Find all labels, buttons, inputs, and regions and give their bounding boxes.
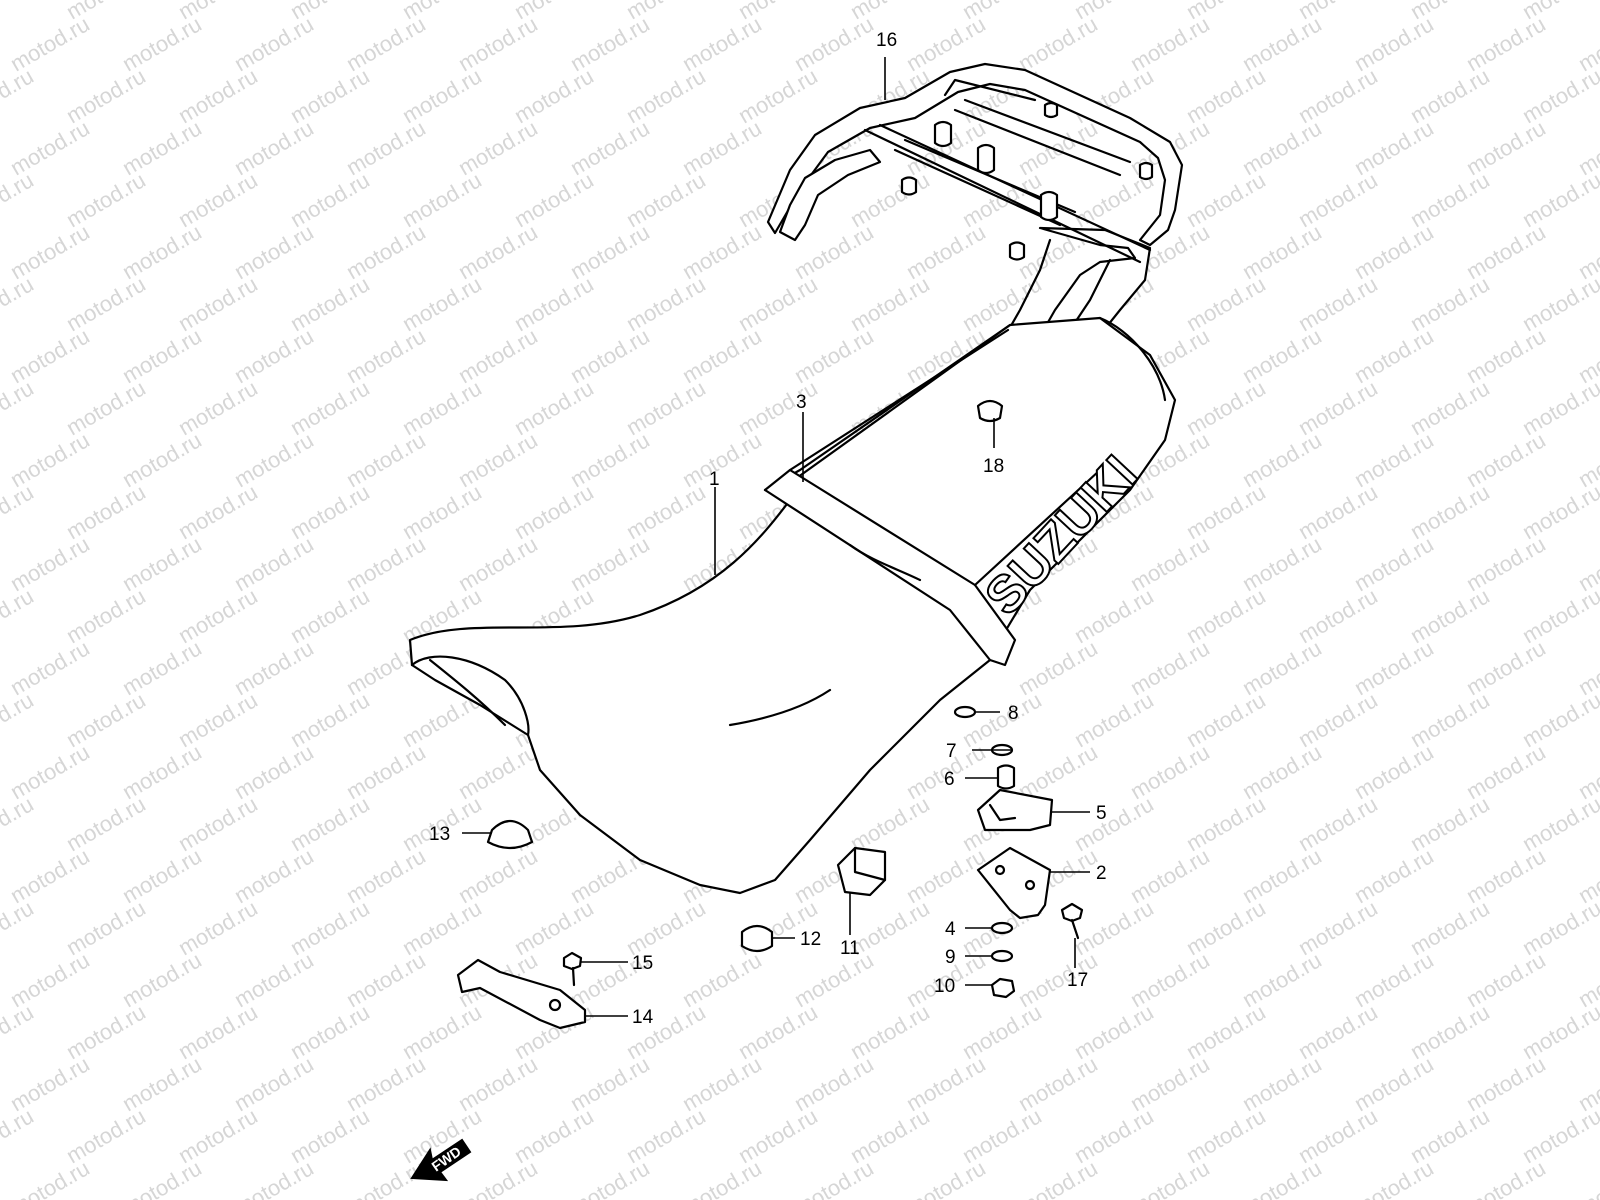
watermark-text: motod.ru bbox=[1574, 1155, 1600, 1200]
nut-10 bbox=[990, 977, 1016, 999]
bolt-17 bbox=[1060, 902, 1084, 923]
watermark-text: motod.ru bbox=[6, 1155, 94, 1200]
watermark-text: motod.ru bbox=[1462, 1155, 1550, 1200]
watermark-text: motod.ru bbox=[0, 895, 38, 960]
callout-13: 13 bbox=[429, 824, 450, 845]
watermark-text: motod.ru bbox=[0, 999, 38, 1064]
washer-9 bbox=[990, 949, 1014, 963]
callout-2: 2 bbox=[1096, 863, 1107, 884]
watermark-text: motod.ru bbox=[0, 63, 38, 128]
watermark-text: motod.ru bbox=[0, 479, 38, 544]
washer-4 bbox=[990, 921, 1014, 935]
callout-6: 6 bbox=[944, 769, 955, 790]
callout-1: 1 bbox=[709, 469, 720, 490]
rear-bracket-14 bbox=[456, 958, 587, 1030]
watermark-text: motod.ru bbox=[454, 1155, 542, 1200]
callout-5: 5 bbox=[1096, 803, 1107, 824]
bolt-15 bbox=[562, 951, 583, 971]
callout-14: 14 bbox=[632, 1007, 654, 1028]
collar-6 bbox=[996, 764, 1016, 790]
callout-labels: 16 3 1 18 8 7 6 5 2 4 9 10 17 11 12 13 1… bbox=[429, 30, 1107, 1028]
callout-18: 18 bbox=[983, 456, 1004, 477]
washer-8 bbox=[953, 705, 977, 719]
callout-4: 4 bbox=[945, 919, 956, 940]
watermark-text: motod.ru bbox=[1014, 1155, 1102, 1200]
callout-3: 3 bbox=[796, 392, 807, 413]
watermark-text: motod.ru bbox=[0, 583, 38, 648]
cushion-13 bbox=[486, 819, 534, 850]
callout-12: 12 bbox=[800, 929, 821, 950]
watermark-text: motod.ru bbox=[0, 271, 38, 336]
leader-lines bbox=[462, 57, 1090, 1017]
callout-10: 10 bbox=[934, 976, 955, 997]
watermark-text: motod.ru bbox=[790, 1155, 878, 1200]
watermark-text: motod.ru bbox=[0, 0, 38, 24]
watermark-text: motod.ru bbox=[0, 687, 38, 752]
watermark-text: motod.ru bbox=[0, 791, 38, 856]
rubber-cap-18 bbox=[976, 399, 1004, 423]
callout-17: 17 bbox=[1067, 970, 1088, 991]
callout-7: 7 bbox=[946, 741, 957, 762]
watermark-text: motod.ru bbox=[0, 167, 38, 232]
callout-8: 8 bbox=[1008, 703, 1019, 724]
watermark-text: motod.ru bbox=[902, 1155, 990, 1200]
callout-15: 15 bbox=[632, 953, 653, 974]
watermark-text: motod.ru bbox=[0, 375, 38, 440]
callout-16: 16 bbox=[876, 30, 897, 51]
watermark-text: motod.ru bbox=[678, 1155, 766, 1200]
watermark-text: motod.ru bbox=[1126, 1155, 1214, 1200]
watermark-text: motod.ru bbox=[230, 1155, 318, 1200]
watermark-text: motod.ru bbox=[1350, 1155, 1438, 1200]
watermark-text: motod.ru bbox=[118, 1155, 206, 1200]
seat-plate-2 bbox=[976, 846, 1052, 920]
callout-9: 9 bbox=[945, 947, 956, 968]
callout-11: 11 bbox=[840, 938, 860, 959]
watermark-text: motod.ru bbox=[566, 1155, 654, 1200]
watermark-text: motod.ru bbox=[0, 1103, 38, 1168]
seat-bracket-5 bbox=[976, 788, 1054, 832]
watermark-text: motod.ru bbox=[1238, 1155, 1326, 1200]
cushion-12 bbox=[740, 924, 774, 953]
